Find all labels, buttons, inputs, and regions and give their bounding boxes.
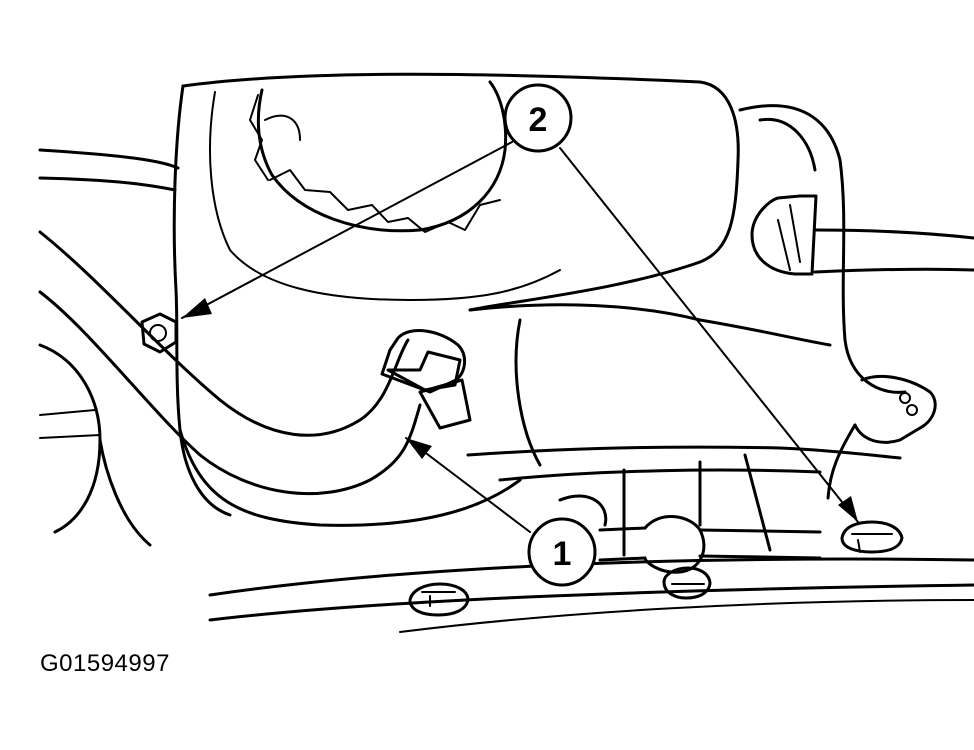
callout-circle <box>503 83 573 153</box>
arrowhead-2b <box>838 496 858 522</box>
leader-lines <box>181 141 859 533</box>
callout-number: 2 <box>529 101 548 139</box>
figure-id-label: G01594997 <box>40 650 170 677</box>
leader-line-2b <box>559 147 859 523</box>
reservoir-nut <box>140 312 178 354</box>
callout-1: 1 <box>527 517 597 587</box>
callout-circle <box>527 517 597 587</box>
leader-line-1 <box>405 437 531 533</box>
callout-number: 1 <box>553 535 572 573</box>
callout-2: 2 <box>503 83 573 153</box>
hose <box>38 230 472 496</box>
leader-line-2a <box>181 141 513 319</box>
engine-linework <box>38 72 974 633</box>
arrowhead-1 <box>406 438 432 459</box>
arrowhead-2a <box>182 298 212 318</box>
